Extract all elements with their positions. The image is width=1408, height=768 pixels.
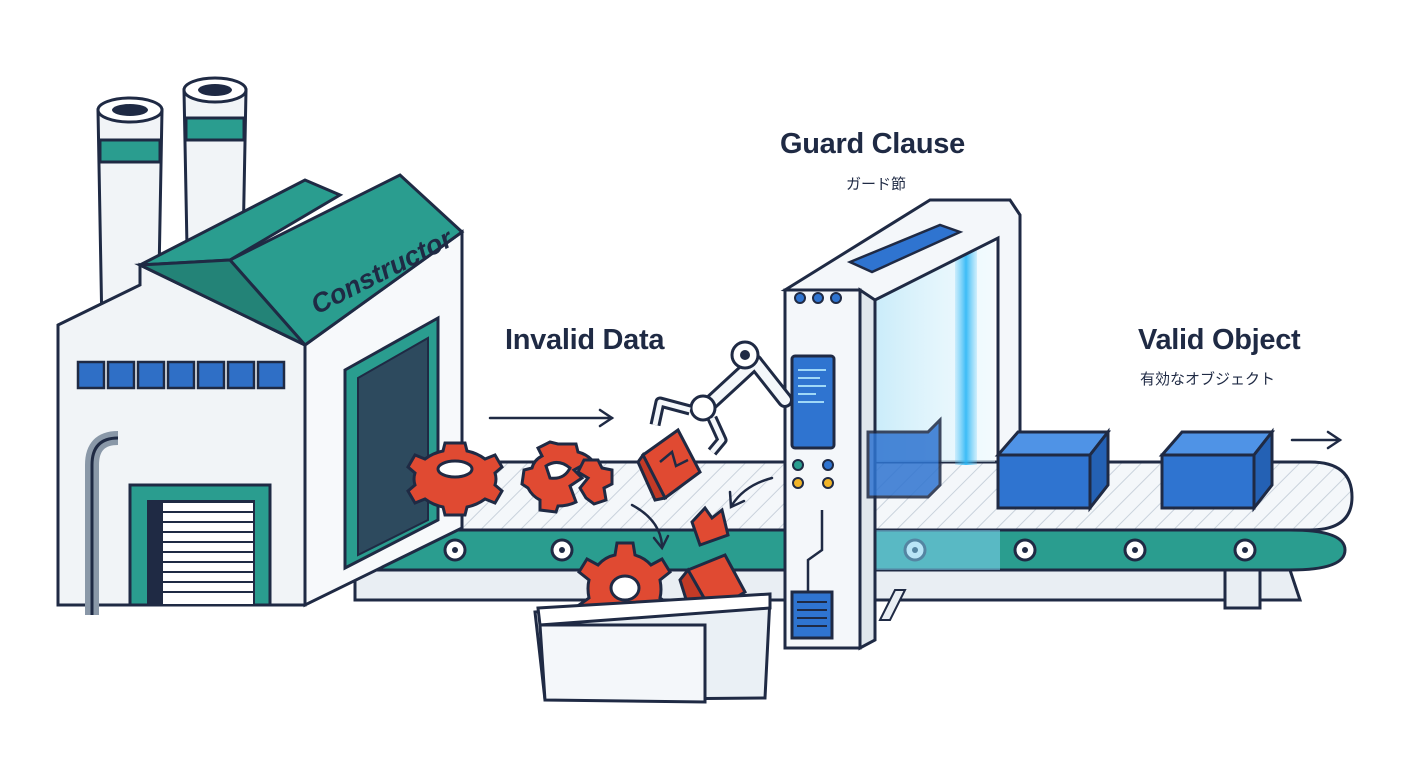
robot-arm-icon: [649, 340, 793, 456]
gear-icon: [406, 441, 504, 517]
cube-icon: [1158, 427, 1276, 513]
scanner-gate-icon: [780, 198, 1022, 651]
valid-object-subtitle: 有効なオブジェクト: [1140, 370, 1276, 388]
reject-arrow-icon: [630, 503, 670, 551]
valid-object-title: Valid Object: [1138, 324, 1301, 356]
factory-windows: [76, 360, 286, 390]
arrow-right-icon: [1290, 430, 1343, 450]
reject-arrow-icon: [728, 476, 774, 509]
arrow-right-icon: [488, 408, 615, 428]
factory-icon: [56, 76, 465, 615]
guard-clause-title: Guard Clause: [780, 128, 965, 160]
garage-door: [128, 483, 272, 607]
factory-exit-opening: [343, 315, 440, 571]
drain-pipe: [85, 431, 119, 615]
gate-display: [790, 354, 836, 450]
broken-block-icon: [636, 427, 702, 502]
broken-gear-icon: [520, 440, 614, 514]
cube-icon: [994, 427, 1112, 513]
cube-icon: [866, 416, 942, 499]
guard-clause-subtitle: ガード節: [846, 175, 907, 193]
falling-fragment-icon: [690, 505, 730, 547]
reject-bin-icon: [533, 541, 772, 704]
invalid-data-label: Invalid Data: [505, 324, 665, 356]
